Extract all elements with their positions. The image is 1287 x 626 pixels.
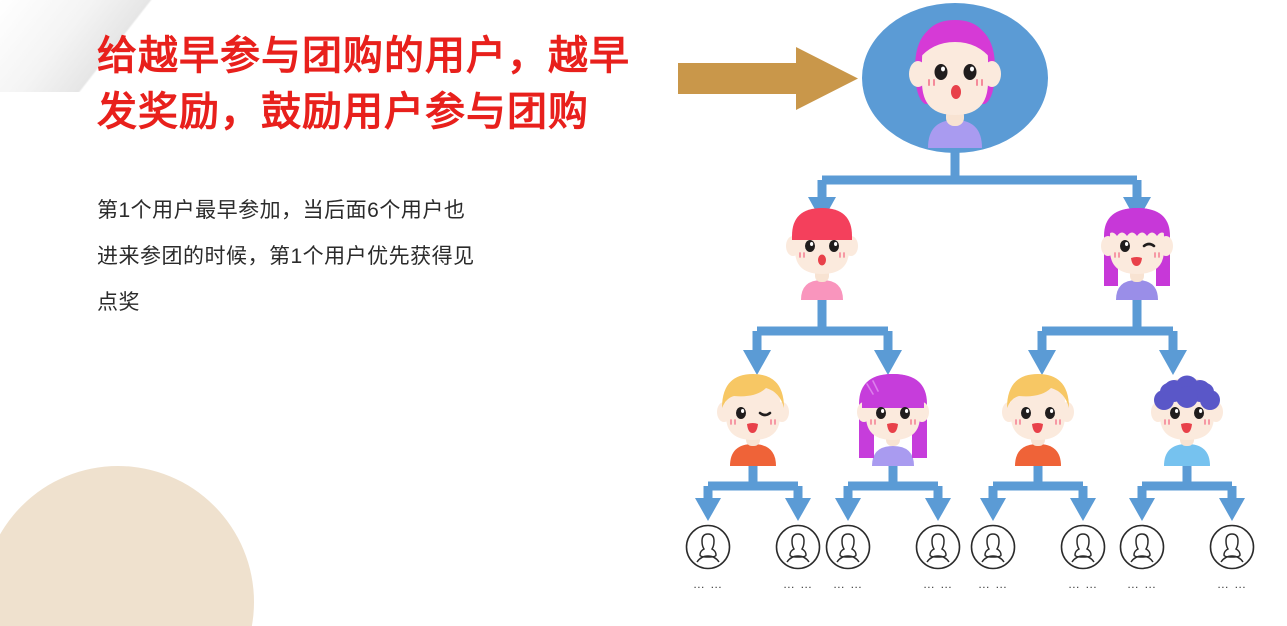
leaf-user-8[interactable] xyxy=(1209,524,1255,570)
leaf-user-7-label: … … xyxy=(1126,577,1158,591)
root-user-avatar[interactable] xyxy=(860,2,1050,154)
leaf-user-2[interactable] xyxy=(775,524,821,570)
body-line-2: 进来参团的时候，第1个用户优先获得见 xyxy=(97,245,475,268)
leaf-user-8-label: … … xyxy=(1216,577,1248,591)
leaf-user-4-label: … … xyxy=(922,577,954,591)
page-title: 给越早参与团购的用户，越早 发奖励，鼓励用户参与团购 xyxy=(97,28,667,140)
leaf-user-2-label: … … xyxy=(782,577,814,591)
body-line-1: 第1个用户最早参加，当后面6个用户也 xyxy=(97,199,466,222)
body-paragraph: 第1个用户最早参加，当后面6个用户也 进来参团的时候，第1个用户优先获得见 点奖 xyxy=(97,188,617,326)
level2-user-left[interactable] xyxy=(776,202,868,312)
page-title-line-1: 给越早参与团购的用户，越早 xyxy=(97,34,630,78)
leaf-user-3-label: … … xyxy=(832,577,864,591)
leaf-user-7[interactable] xyxy=(1119,524,1165,570)
leaf-user-4[interactable] xyxy=(915,524,961,570)
page-title-line-2: 发奖励，鼓励用户参与团购 xyxy=(97,90,589,134)
level3-user-4[interactable] xyxy=(1141,368,1233,478)
leaf-user-5[interactable] xyxy=(970,524,1016,570)
leaf-user-3[interactable] xyxy=(825,524,871,570)
level3-user-1[interactable] xyxy=(707,368,799,478)
leaf-user-5-label: … … xyxy=(977,577,1009,591)
level2-user-right[interactable] xyxy=(1091,202,1183,312)
beige-circle-decoration xyxy=(0,466,254,626)
leaf-user-6-label: … … xyxy=(1067,577,1099,591)
level3-user-2[interactable] xyxy=(847,368,939,478)
leaf-user-1-label: … … xyxy=(692,577,724,591)
level3-user-3[interactable] xyxy=(992,368,1084,478)
leaf-user-1[interactable] xyxy=(685,524,731,570)
gold-pointer-arrow xyxy=(678,47,858,110)
leaf-user-6[interactable] xyxy=(1060,524,1106,570)
body-line-3: 点奖 xyxy=(97,291,140,314)
